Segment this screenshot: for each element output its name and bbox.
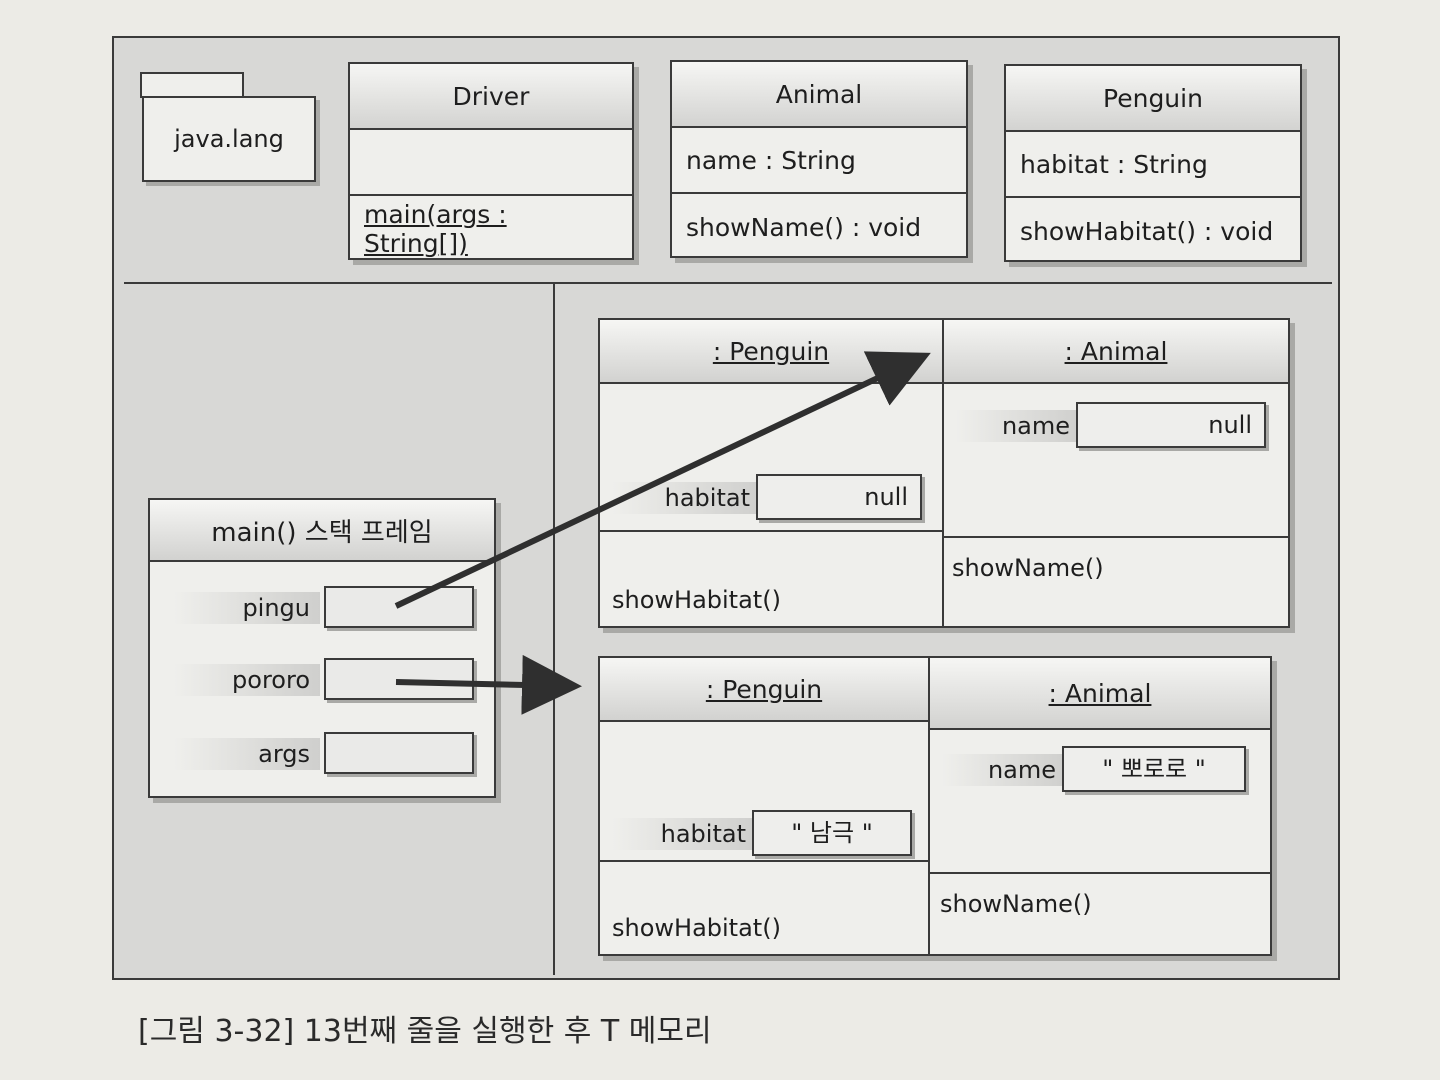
heap-object-pororo: : Penguin habitat " 남극 " showHabitat() :… — [598, 656, 1272, 956]
figure-caption: [그림 3-32] 13번째 줄을 실행한 후 T 메모리 — [138, 1014, 712, 1049]
var-slot — [324, 586, 474, 628]
field-label: name — [956, 410, 1080, 442]
method-divider — [944, 536, 1288, 538]
var-pororo: pororo — [174, 658, 474, 702]
heap-object-pingu: : Penguin habitat null showHabitat() : A… — [598, 318, 1290, 628]
var-pingu: pingu — [174, 586, 474, 630]
class-operation: main(args : String[]) — [364, 200, 507, 258]
class-attribute: habitat : String — [1006, 132, 1300, 198]
class-name: Penguin — [1006, 66, 1300, 132]
field-value: " 남극 " — [752, 810, 912, 856]
var-slot — [324, 658, 474, 700]
class-animal: Animal name : String showName() : void — [670, 60, 968, 258]
animal-part: : Animal name " 뽀로로 " showName() — [930, 658, 1270, 954]
class-operation: showName() : void — [686, 212, 922, 242]
package-java-lang: java.lang — [142, 96, 316, 182]
name-field: name " 뽀로로 " — [942, 746, 1248, 794]
class-name: Animal — [672, 62, 966, 128]
habitat-field: habitat " 남극 " — [612, 810, 912, 858]
class-operation: showHabitat() : void — [1020, 216, 1274, 246]
animal-part-title: : Animal — [1048, 678, 1152, 708]
field-label: name — [942, 754, 1066, 786]
field-label: habitat — [612, 818, 756, 850]
class-attribute — [350, 130, 632, 196]
habitat-field: habitat null — [612, 474, 922, 522]
class-operation-row: main(args : String[]) — [350, 196, 632, 262]
static-area-divider — [124, 282, 1332, 284]
method-divider — [600, 530, 942, 532]
field-label: habitat — [612, 482, 760, 514]
penguin-part-title: : Penguin — [705, 674, 823, 704]
penguin-part: : Penguin habitat " 남극 " showHabitat() — [600, 658, 930, 954]
field-value: null — [1076, 402, 1266, 448]
var-args: args — [174, 732, 474, 776]
var-slot — [324, 732, 474, 774]
animal-part: : Animal name null showName() — [944, 320, 1288, 626]
penguin-part: : Penguin habitat null showHabitat() — [600, 320, 944, 626]
method-divider — [930, 872, 1270, 874]
var-label: pingu — [174, 592, 320, 624]
penguin-method: showHabitat() — [612, 914, 781, 942]
animal-method: showName() — [952, 554, 1104, 582]
package-name: java.lang — [174, 125, 284, 153]
class-penguin: Penguin habitat : String showHabitat() :… — [1004, 64, 1302, 262]
animal-method: showName() — [940, 890, 1092, 918]
var-label: args — [174, 738, 320, 770]
package-tab — [140, 72, 244, 98]
penguin-part-title: : Penguin — [712, 336, 830, 366]
class-attribute: name : String — [672, 128, 966, 194]
method-divider — [600, 860, 928, 862]
main-stack-frame: main() 스택 프레임 pingu pororo args — [148, 498, 496, 798]
stack-heap-divider — [553, 283, 555, 975]
field-value: null — [756, 474, 922, 520]
class-name: Driver — [350, 64, 632, 130]
field-value: " 뽀로로 " — [1062, 746, 1246, 792]
penguin-method: showHabitat() — [612, 586, 781, 614]
animal-part-title: : Animal — [1064, 336, 1168, 366]
name-field: name null — [956, 402, 1268, 450]
class-driver: Driver main(args : String[]) — [348, 62, 634, 260]
stack-frame-title: main() 스택 프레임 — [150, 500, 494, 562]
var-label: pororo — [174, 664, 320, 696]
